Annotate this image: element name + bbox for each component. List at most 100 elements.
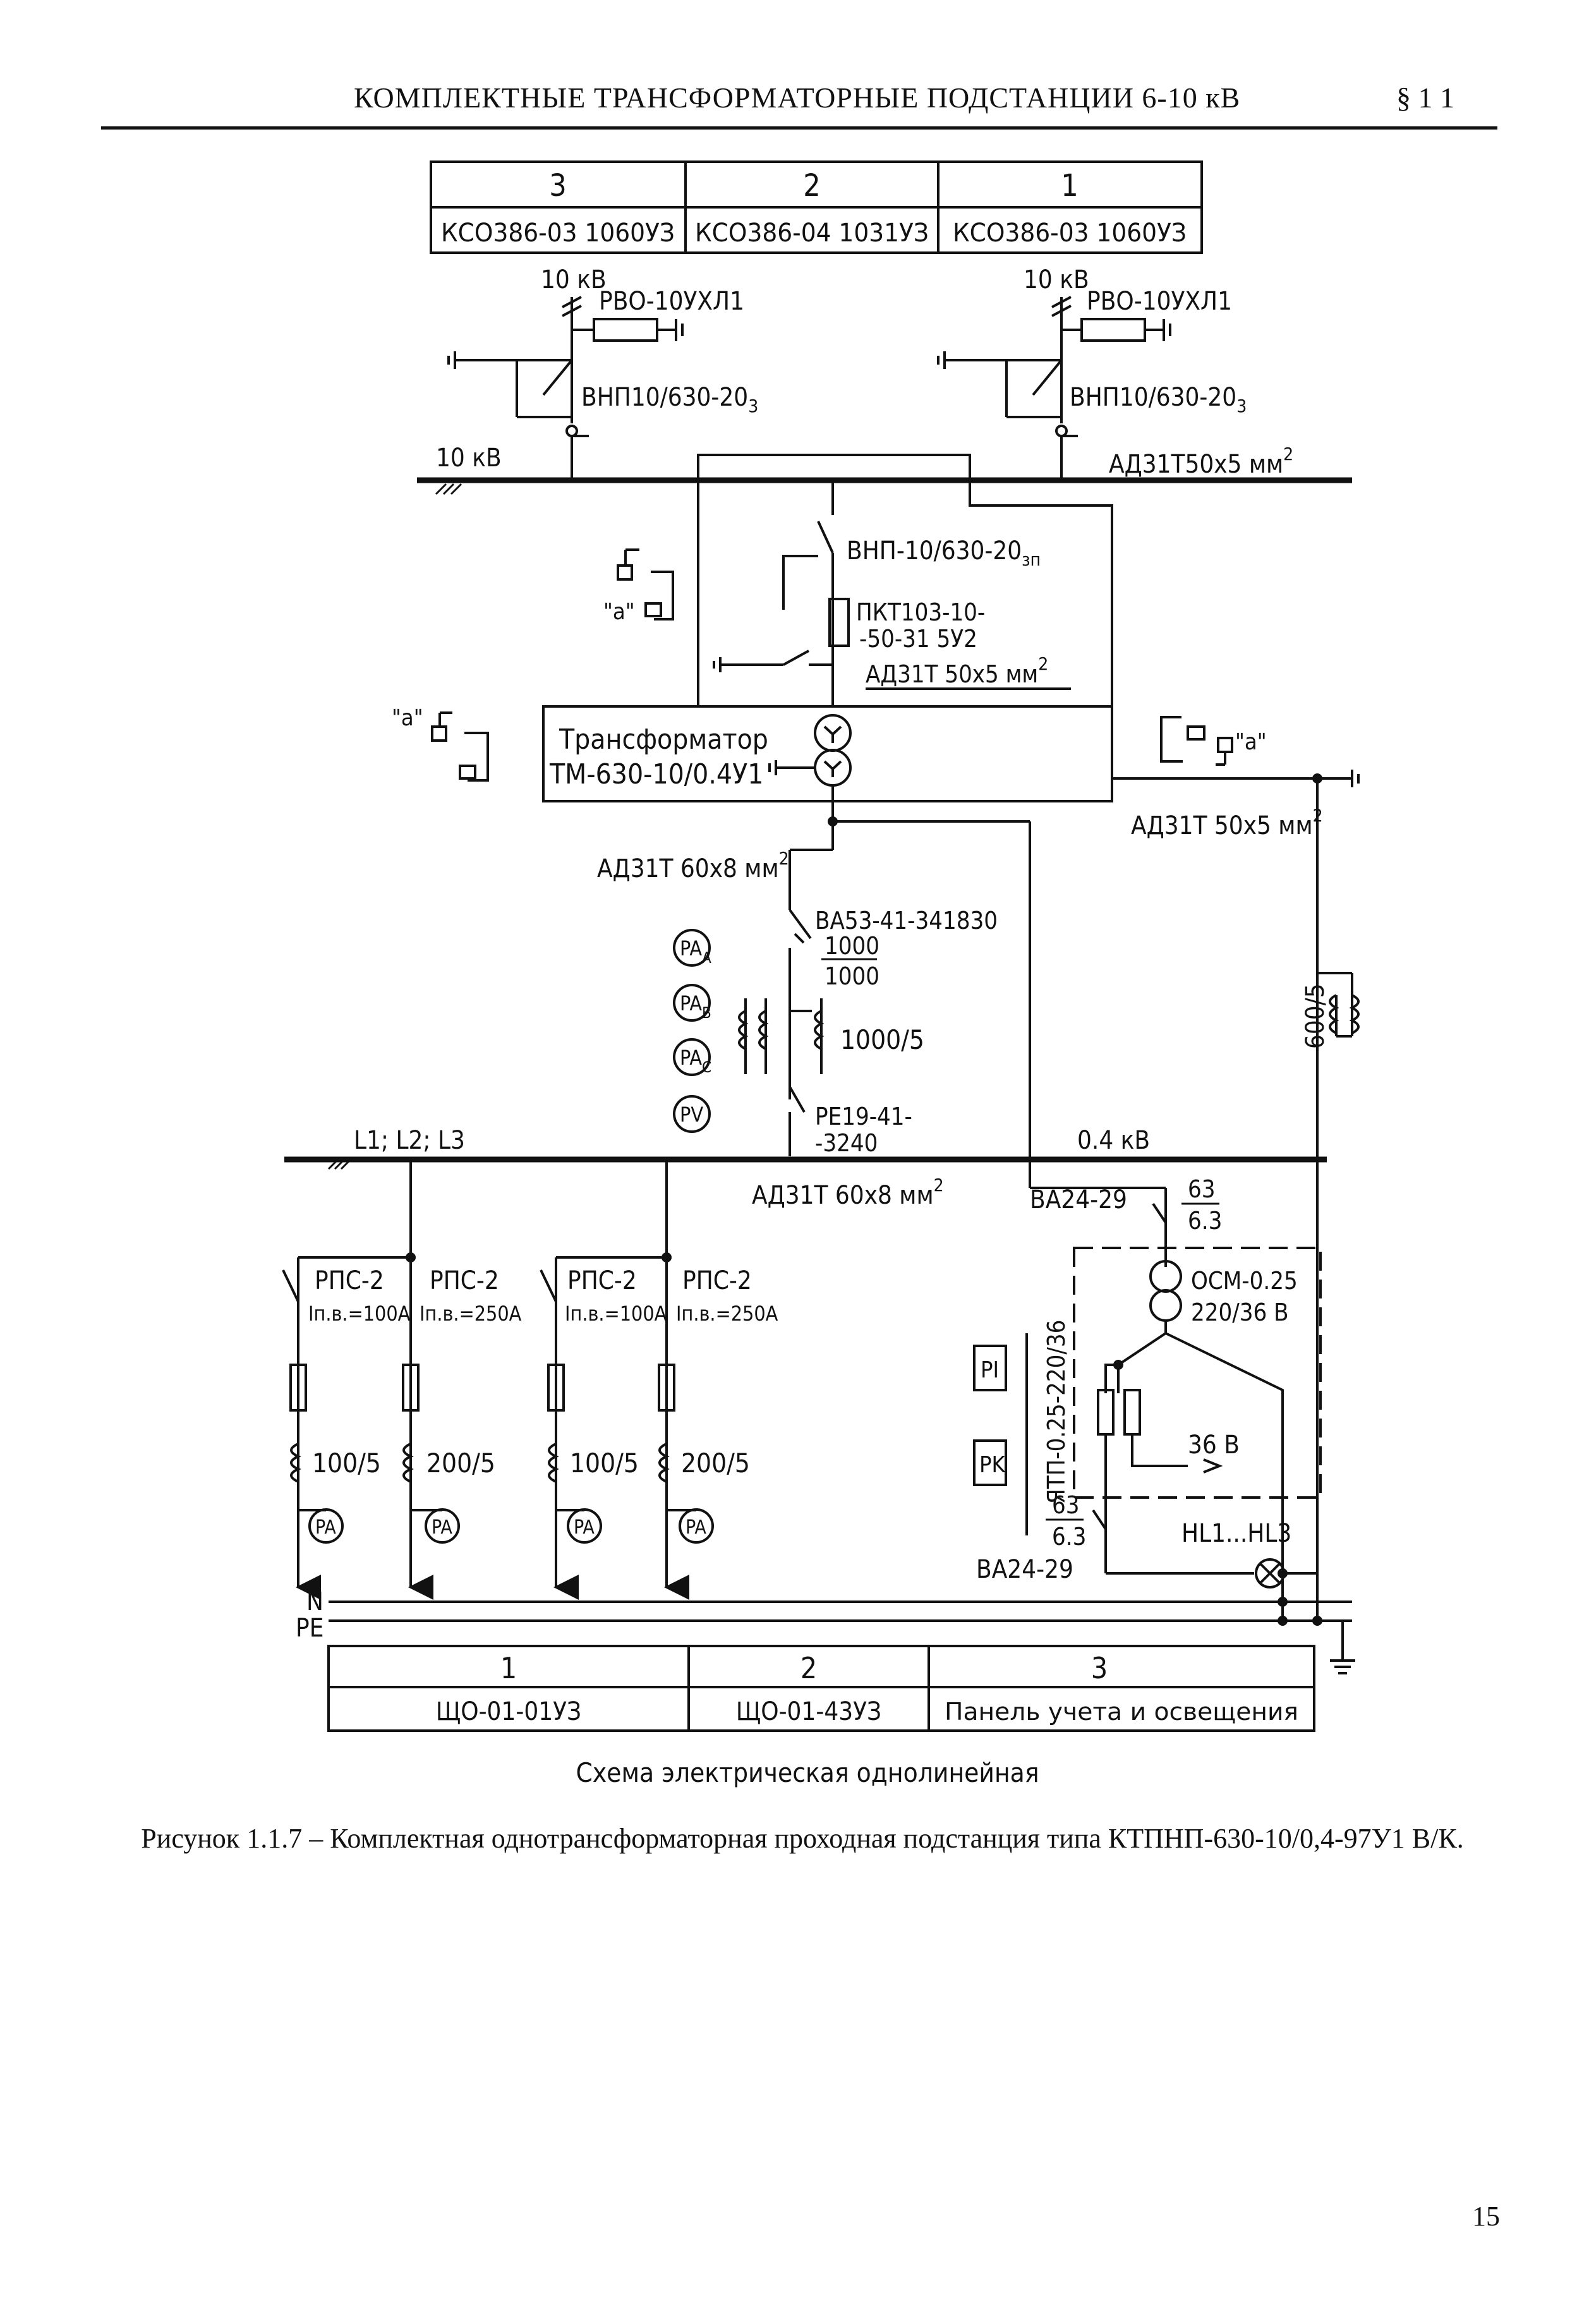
feeder-switch-label-2: РПС-2 [430,1266,499,1295]
drive-mechanism-left [431,711,489,782]
header-rule [101,126,1497,130]
drive-a-label-2: "а" [392,705,423,731]
top-table-num-3: 3 [549,168,566,203]
disconnector-left-label: ВНП10/630-203 [581,383,758,416]
feeders-group-1 [282,1159,460,1580]
meter-pv: PV [680,1103,703,1127]
feeder-rating-3: Iп.в.=100А [565,1302,667,1326]
feeder-rating-2: Iп.в.=250А [420,1302,522,1326]
transformer-label-1: Трансформатор [559,723,768,756]
arrester-left-label: РВО-10УХЛ1 [599,287,744,316]
breaker-main-num: 1000 [825,932,879,960]
junction-dot [1278,1568,1288,1578]
central-cell [697,454,1113,706]
main-current-transformers [738,998,825,1074]
vnp-center-label: ВНП-10/630-20зп [847,536,1041,570]
junction-dot [1312,1616,1322,1626]
va24-bottom-num: 63 [1052,1491,1080,1519]
feeder-ct-label-3: 100/5 [570,1448,639,1479]
relay-label-1: РЕ19-41- [815,1103,912,1130]
osm-label-1: ОСМ-0.25 [1191,1267,1298,1295]
yatp-label: ЯТП-0.25-220/36 [1042,1320,1070,1504]
top-table-cell-3: КСО386-03 1060УЗ [441,219,675,248]
busbar-lv-bottom-spec: АД31Т 60х8 мм2 [752,1175,944,1210]
busbar-right-spec: АД31Т 50х5 мм2 [1131,805,1323,840]
junction-dot [1278,1597,1288,1607]
bottom-panels-table [327,1645,1315,1732]
top-table-cell-2: КСО386-04 1031УЗ [695,219,929,248]
feeder-meter-1: PA [315,1516,336,1539]
pe-label: PE [296,1614,323,1643]
bottom-table-num-1: 1 [500,1651,517,1685]
drive-a-label-1: "а" [603,599,635,625]
lamps-label: HL1...HL3 [1181,1519,1291,1548]
hv-incomer-left [447,296,684,480]
bottom-table-cell-2: ЩО-01-43УЗ [736,1697,881,1726]
hv-incomer-right [937,296,1171,480]
right-pe-conductor [1316,778,1360,1621]
transformer-label-2: ТМ-630-10/0.4У1 [549,758,763,790]
va24-top-label: ВА24-29 [1030,1185,1127,1214]
main-meters [673,929,711,1133]
junction-dot [1113,1360,1123,1370]
busbar-lv-top-spec: АД31Т 60х8 мм2 [597,848,789,883]
feeders-group-2 [540,1159,714,1580]
meter-pi-label: PI [981,1357,999,1383]
va24-top-den: 6.3 [1188,1207,1222,1235]
busbar-mid-spec: АД31Т 50х5 мм2 [866,653,1048,688]
transformer-symbol [768,714,852,850]
bottom-table-cell-1: ЩО-01-01УЗ [436,1697,581,1726]
feeder-arrows [296,1573,689,1600]
lv-phases-label: L1; L2; L3 [354,1126,465,1155]
disconnector-right-label: ВНП10/630-203 [1070,383,1247,416]
lv-voltage-label: 0.4 кВ [1077,1126,1150,1155]
meter-pa-b: PAB [680,991,711,1022]
hv-bus-3phase-ticks [435,483,462,495]
top-table-num-2: 2 [803,168,820,203]
va24-bottom-den: 6.3 [1052,1523,1086,1551]
hv-voltage-left: 10 кВ [541,265,607,294]
ct-right-label: 600/5 [1301,983,1330,1049]
page-number: 15 [1472,2201,1500,2232]
meter-pk-label: PK [979,1452,1006,1478]
schema-title: Схема электрическая однолинейная [576,1757,1039,1788]
top-cells-table [430,160,1203,254]
socket-voltage-label: 36 В [1188,1431,1240,1460]
feeder-switch-label-3: РПС-2 [567,1266,637,1295]
junction-dot [1278,1616,1288,1626]
va24-bottom-label: ВА24-29 [976,1555,1073,1584]
meter-pa-c: PAC [680,1046,711,1076]
transformer-enclosure [542,705,1360,802]
ct-main-label: 1000/5 [840,1024,924,1055]
bottom-table-num-3: 3 [1091,1651,1108,1685]
page-header-title: КОМПЛЕКТНЫЕ ТРАНСФОРМАТОРНЫЕ ПОДСТАНЦИИ … [354,82,1241,114]
breaker-main-label: ВА53-41-341830 [815,907,998,935]
drive-a-label-3: "а" [1235,729,1267,755]
ground-symbol [1330,1621,1355,1674]
lighting-panel [973,1188,1322,1592]
hv-voltage-right: 10 кВ [1024,265,1089,294]
feeder-meter-2: PA [432,1516,452,1539]
osm-label-2: 220/36 В [1191,1298,1289,1326]
meter-pa-a: PAA [680,936,711,967]
feeder-meter-3: PA [574,1516,595,1539]
feeder-meter-4: PA [686,1516,706,1539]
relay-label-2: -3240 [815,1129,878,1157]
feeder-switch-label-4: РПС-2 [682,1266,752,1295]
bottom-table-cell-3: Панель учета и освещения [945,1698,1298,1726]
figure-caption: Рисунок 1.1.7 – Комплектная однотрансфор… [141,1823,1464,1854]
feeder-ct-label-4: 200/5 [681,1448,750,1479]
feeder-switch-label-1: РПС-2 [315,1266,384,1295]
fuse-label-1: ПКТ103-10- [856,598,985,626]
junction-dot [1312,773,1322,784]
lv-main-feeder [788,820,1166,1189]
lv-bus-3phase-ticks [327,1159,351,1170]
breaker-main-den: 1000 [825,962,879,990]
hv-busbar-spec: АД31Т50х5 мм2 [1109,444,1293,479]
feeder-rating-4: Iп.в.=250А [676,1302,778,1326]
bottom-table-num-2: 2 [801,1651,817,1685]
fuse-label-2: -50-31 5У2 [859,625,977,653]
feeder-ct-label-2: 200/5 [426,1448,495,1479]
section-mark: § 1 1 [1396,82,1454,114]
